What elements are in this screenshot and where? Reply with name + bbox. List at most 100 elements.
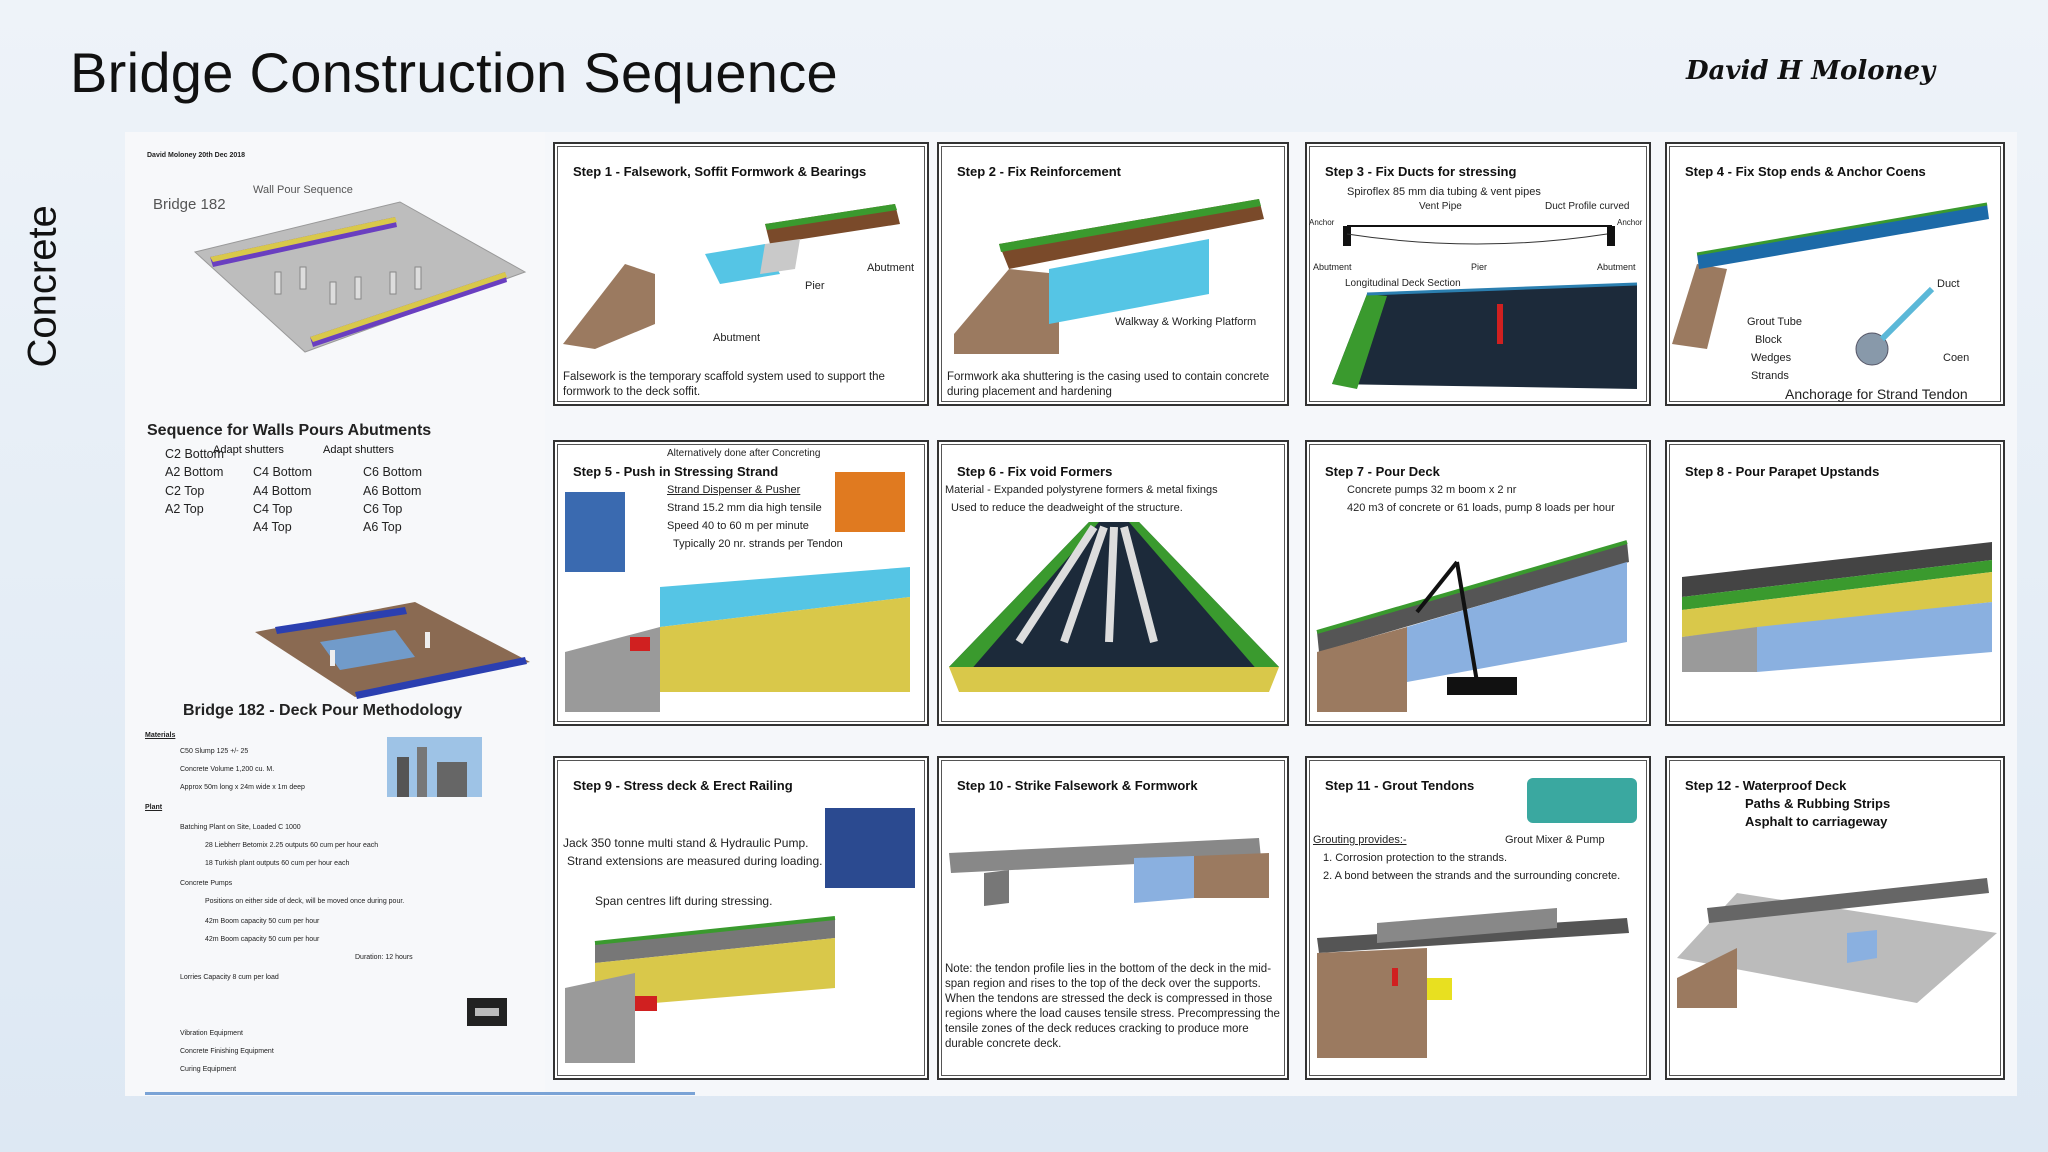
step-3-label-6: Pier — [1471, 262, 1488, 272]
step-9-panel: Step 9 - Stress deck & Erect Railing Jac… — [553, 756, 929, 1080]
plant-row-5: 42m Boom capacity 50 cum per hour — [205, 918, 320, 925]
step-12-title: Step 12 - Waterproof Deck — [1685, 778, 1847, 793]
step-7-label-0: Concrete pumps 32 m boom x 2 nr — [1347, 484, 1517, 496]
tiny-header: David Moloney 20th Dec 2018 — [147, 152, 246, 159]
step-7-panel: Step 7 - Pour Deck Concrete pumps 32 m b… — [1305, 440, 1651, 726]
step-1-title: Step 1 - Falsework, Soffit Formwork & Be… — [573, 164, 867, 179]
material-0: C50 Slump 125 +/- 25 — [180, 748, 249, 755]
step-4-label-3: Wedges — [1751, 352, 1792, 364]
plant-row-9: Vibration Equipment — [180, 1030, 243, 1037]
step-11-label-1: Grout Mixer & Pump — [1505, 834, 1605, 846]
step-12-label-0: Paths & Rubbing Strips — [1745, 796, 1891, 811]
walls-sequence-title: Sequence for Walls Pours Abutments — [147, 422, 432, 439]
seq-col3-3: A6 Top — [363, 520, 402, 534]
step-4-label-1: Grout Tube — [1747, 316, 1803, 328]
step-12-panel: Step 12 - Waterproof Deck Paths & Rubbin… — [1665, 756, 2005, 1080]
step-4-label-2: Block — [1755, 334, 1782, 346]
step-10-panel: Step 10 - Strike Falsework & Formwork No… — [937, 756, 1289, 1080]
seq-col2-0: C4 Bottom — [253, 465, 313, 479]
plant-row-4: Positions on either side of deck, will b… — [205, 898, 405, 905]
step-11-illustration — [1317, 778, 1637, 1058]
seq-col2-3: A4 Top — [253, 520, 292, 534]
step-3-panel: Step 3 - Fix Ducts for stressing Spirofl… — [1305, 142, 1651, 406]
plant-row-1: 28 Liebherr Betomix 2.25 outputs 60 cum … — [205, 842, 379, 849]
step-10-illustration — [949, 838, 1269, 906]
plant-row-8: Lorries Capacity 8 cum per load — [180, 974, 279, 981]
abutment-illustration — [255, 602, 530, 699]
step-8-panel: Step 8 - Pour Parapet Upstands — [1665, 440, 2005, 726]
step-5-label-0: Alternatively done after Concreting — [667, 448, 821, 459]
step-9-label-0: Jack 350 tonne multi stand & Hydraulic P… — [563, 836, 809, 850]
material-2: Approx 50m long x 24m wide x 1m deep — [180, 784, 305, 791]
step-9-label-2: Span centres lift during stressing. — [595, 894, 773, 908]
step-2-label-0: Walkway & Working Platform — [1115, 316, 1257, 328]
seq-col1-1: A2 Bottom — [165, 465, 224, 479]
seq-col1-3: A2 Top — [165, 502, 204, 516]
col3-head: Adapt shutters — [323, 444, 394, 456]
step-1-label-2: Abutment — [713, 332, 761, 344]
step-2-illustration — [954, 199, 1264, 354]
step-6-panel: Step 6 - Fix void Formers Material - Exp… — [937, 440, 1289, 726]
step-3-label-7: Abutment — [1597, 262, 1636, 272]
step-5-label-4: Typically 20 nr. strands per Tendon — [673, 538, 843, 550]
step-9-illustration — [565, 808, 915, 1063]
step-6-label-0: Material - Expanded polystyrene formers … — [945, 484, 1218, 496]
step-11-label-3: 2. A bond between the strands and the su… — [1323, 870, 1621, 882]
step-4-illustration — [1672, 202, 1989, 366]
step-11-label-0: Grouting provides:- — [1313, 834, 1407, 846]
step-5-label-1: Strand Dispenser & Pusher — [667, 484, 801, 496]
step-5-label-3: Speed 40 to 60 m per minute — [667, 520, 809, 532]
seq-col1-2: C2 Top — [165, 484, 205, 498]
step-4-label-6: Anchorage for Strand Tendon — [1785, 386, 1968, 402]
bridge-label: Bridge 182 — [153, 196, 226, 213]
step-7-title: Step 7 - Pour Deck — [1325, 464, 1440, 479]
step-6-title: Step 6 - Fix void Formers — [957, 464, 1113, 479]
step-3-label-1: Vent Pipe — [1419, 201, 1462, 212]
plant-row-7: Duration: 12 hours — [355, 954, 413, 961]
materials-head: Materials — [145, 732, 176, 739]
step-4-label-0: Duct — [1937, 278, 1960, 290]
step-5-illustration — [565, 472, 910, 712]
step-2-panel: Step 2 - Fix Reinforcement Walkway & Wor… — [937, 142, 1289, 406]
content-sheet: David Moloney 20th Dec 2018 Bridge 182 W… — [125, 132, 2017, 1096]
step-3-title: Step 3 - Fix Ducts for stressing — [1325, 164, 1517, 179]
seq-col3-2: C6 Top — [363, 502, 403, 516]
step-6-illustration — [949, 522, 1279, 692]
step-12-illustration — [1677, 878, 1997, 1008]
step-1-illustration — [563, 204, 900, 349]
step-8-illustration — [1682, 542, 1992, 672]
seq-col2-1: A4 Bottom — [253, 484, 312, 498]
step-9-title: Step 9 - Stress deck & Erect Railing — [573, 778, 793, 793]
step-10-text: Note: the tendon profile lies in the bot… — [945, 963, 1280, 1050]
wall-pour-title: Wall Pour Sequence — [253, 184, 353, 196]
step-3-label-8: Longitudinal Deck Section — [1345, 278, 1461, 289]
step-4-panel: Step 4 - Fix Stop ends & Anchor Coens Du… — [1665, 142, 2005, 406]
seq-col1-0: C2 Bottom — [165, 447, 225, 461]
step-12-label-1: Asphalt to carriageway — [1745, 814, 1888, 829]
col2-head: Adapt shutters — [213, 444, 284, 456]
seq-col3-1: A6 Bottom — [363, 484, 422, 498]
step-1-label-0: Abutment — [867, 262, 915, 274]
step-5-panel: Step 5 - Push in Stressing Strand Altern… — [553, 440, 929, 726]
step-3-label-4: Anchor — [1617, 218, 1643, 227]
step-11-title: Step 11 - Grout Tendons — [1325, 778, 1475, 793]
step-3-label-2: Duct Profile curved — [1545, 201, 1630, 212]
left-column: David Moloney 20th Dec 2018 Bridge 182 W… — [125, 132, 695, 1096]
author-signature: David H Moloney — [1686, 56, 1936, 86]
step-4-label-4: Strands — [1751, 370, 1789, 382]
step-6-label-1: Used to reduce the deadweight of the str… — [951, 502, 1183, 514]
step-3-illustration — [1332, 225, 1638, 389]
step-4-title: Step 4 - Fix Stop ends & Anchor Coens — [1685, 164, 1926, 179]
step-9-label-1: Strand extensions are measured during lo… — [567, 854, 823, 868]
step-1-text: Falsework is the temporary scaffold syst… — [563, 371, 885, 398]
step-2-title: Step 2 - Fix Reinforcement — [957, 164, 1121, 179]
batching-plant-photo — [387, 737, 482, 797]
wall-pour-illustration — [193, 201, 527, 353]
step-5-label-2: Strand 15.2 mm dia high tensile — [667, 502, 822, 514]
step-1-label-1: Pier — [805, 280, 825, 292]
step-8-title: Step 8 - Pour Parapet Upstands — [1685, 464, 1880, 479]
step-7-label-1: 420 m3 of concrete or 61 loads, pump 8 l… — [1347, 502, 1615, 514]
step-11-panel: Step 11 - Grout Tendons Grouting provide… — [1305, 756, 1651, 1080]
page-title: Bridge Construction Sequence — [70, 41, 838, 104]
plant-head: Plant — [145, 804, 163, 811]
